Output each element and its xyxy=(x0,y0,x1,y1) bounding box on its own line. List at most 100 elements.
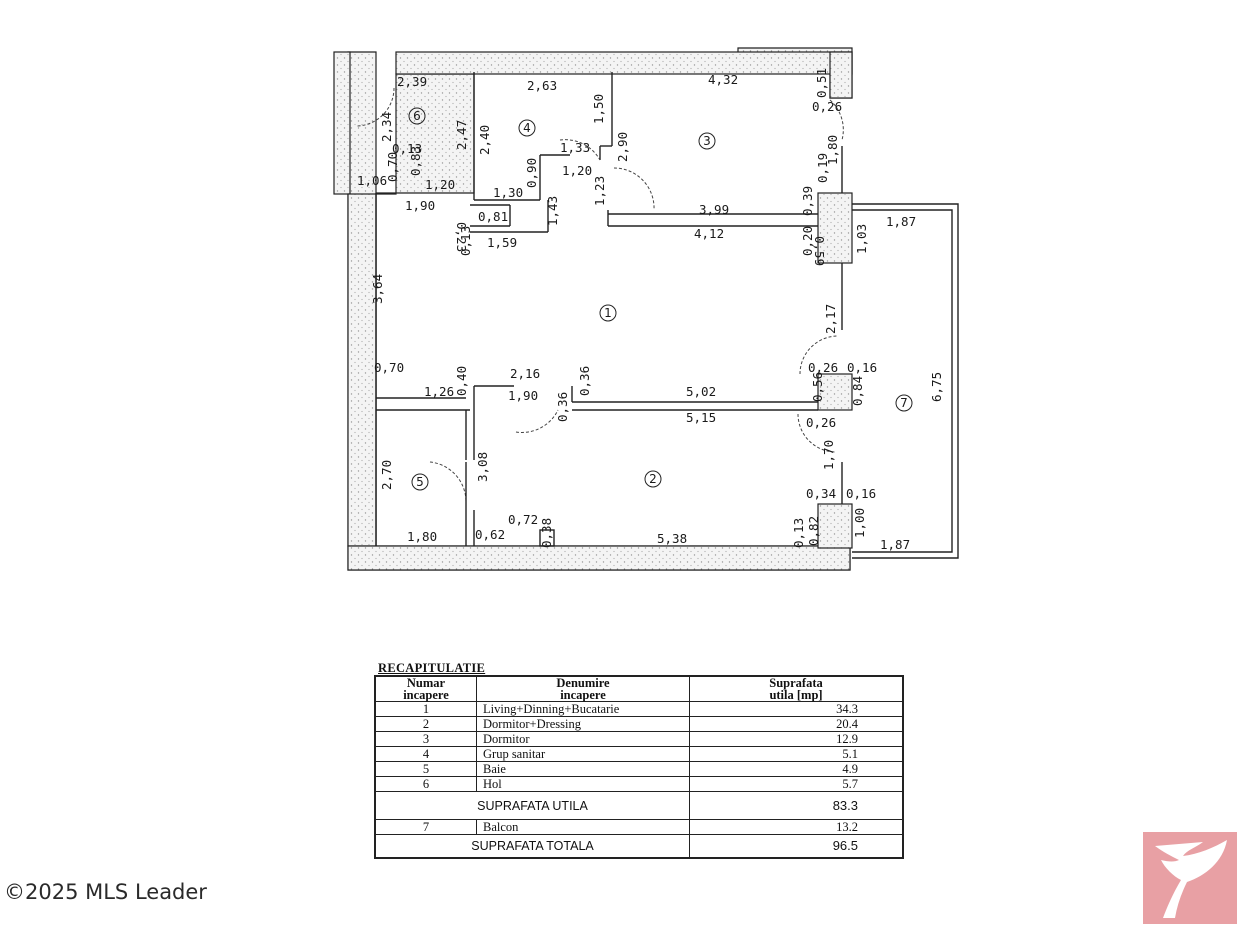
partitions xyxy=(375,72,959,559)
dim-label: 0,13 xyxy=(392,141,422,156)
dimension-labels: 2,39 2,63 4,32 0,51 0,26 2,34 2,47 2,40 … xyxy=(357,68,944,552)
dim-label: 1,00 xyxy=(852,508,867,538)
table-row: 4 Grup sanitar 5.1 xyxy=(374,746,904,762)
svg-text:1: 1 xyxy=(604,306,612,320)
dim-label: 0,56 xyxy=(810,372,825,402)
copyright-watermark: ©2025 MLS Leader xyxy=(4,880,207,904)
dim-label: 5,38 xyxy=(657,531,687,546)
table-row: 2 Dormitor+Dressing 20.4 xyxy=(374,716,904,732)
dim-label: 0,82 xyxy=(806,516,821,546)
dim-label: 2,17 xyxy=(823,304,838,334)
dim-label: 1,30 xyxy=(493,185,523,200)
dim-label: 1,90 xyxy=(405,198,435,213)
table-row: 6 Hol 5.7 xyxy=(374,776,904,792)
dim-label: 0,23 xyxy=(454,222,469,252)
dim-label: 0,19 xyxy=(815,153,830,183)
dim-label: 1,70 xyxy=(821,440,836,470)
suprafata-utila-row: SUPRAFATA UTILA 83.3 xyxy=(374,791,904,820)
dim-label: 5,02 xyxy=(686,384,716,399)
doors xyxy=(355,87,844,510)
dim-label: 1,59 xyxy=(487,235,517,250)
dim-label: 0,34 xyxy=(806,486,836,501)
dim-label: 2,39 xyxy=(397,74,427,89)
room-label-5: 5 xyxy=(411,473,429,491)
dim-label: 1,33 xyxy=(560,140,590,155)
brand-logo xyxy=(1143,832,1237,924)
room-label-7: 7 xyxy=(895,394,913,412)
dim-label: 0,39 xyxy=(800,186,815,216)
walls xyxy=(333,47,853,571)
dim-label: 3,99 xyxy=(699,202,729,217)
balcon-row: 7 Balcon 13.2 xyxy=(374,819,904,835)
table-row: 1 Living+Dinning+Bucatarie 34.3 xyxy=(374,701,904,717)
dim-label: 0,72 xyxy=(508,512,538,527)
dim-label: 0,13 xyxy=(458,226,473,256)
dim-label: 2,70 xyxy=(379,460,394,490)
svg-text:3: 3 xyxy=(703,134,711,148)
table-row: 3 Dormitor 12.9 xyxy=(374,731,904,747)
dim-label: 1,50 xyxy=(591,94,606,124)
dim-label: 1,20 xyxy=(562,163,592,178)
dim-label: 0,62 xyxy=(475,527,505,542)
dim-label: 0,40 xyxy=(454,366,469,396)
dim-label: 6,75 xyxy=(929,372,944,402)
dim-label: 3,08 xyxy=(475,452,490,482)
dim-label: 0,36 xyxy=(577,366,592,396)
dim-label: 1,87 xyxy=(880,537,910,552)
svg-text:5: 5 xyxy=(416,475,424,489)
dim-label: 1,80 xyxy=(407,529,437,544)
dim-label: 0,26 xyxy=(806,415,836,430)
svg-text:6: 6 xyxy=(413,109,421,123)
dim-label: 1,43 xyxy=(545,196,560,226)
dim-label: 3,64 xyxy=(370,274,385,304)
dim-label: 0,84 xyxy=(850,376,865,406)
dim-label: 1,26 xyxy=(424,384,454,399)
dim-label: 0,36 xyxy=(555,392,570,422)
dim-label: 2,16 xyxy=(510,366,540,381)
dim-label: 0,90 xyxy=(524,158,539,188)
room-labels: 6 4 3 1 7 2 5 xyxy=(408,107,913,491)
dim-label: 2,34 xyxy=(379,112,394,142)
dim-label: 0,13 xyxy=(791,518,806,548)
table-row: 5 Baie 4.9 xyxy=(374,761,904,777)
dim-label: 1,90 xyxy=(508,388,538,403)
dim-label: 0,26 xyxy=(808,360,838,375)
dim-label: 2,63 xyxy=(527,78,557,93)
dim-label: 4,32 xyxy=(708,72,738,87)
room-label-6: 6 xyxy=(408,107,426,125)
dim-label: 0,20 xyxy=(800,226,815,256)
recap-title: RECAPITULATIE xyxy=(378,661,486,675)
dim-label: 5,15 xyxy=(686,410,716,425)
dim-label: 0,81 xyxy=(478,209,508,224)
dim-label: 0,16 xyxy=(846,486,876,501)
svg-text:7: 7 xyxy=(900,396,908,410)
svg-text:2: 2 xyxy=(649,472,657,486)
dim-label: 1,80 xyxy=(825,135,840,165)
dim-label: 0,70 xyxy=(385,152,400,182)
dim-label: 0,70 xyxy=(374,360,404,375)
dim-label: 0,38 xyxy=(539,518,554,548)
dim-label: 0,26 xyxy=(812,99,842,114)
dim-label: 1,06 xyxy=(357,173,387,188)
room-label-2: 2 xyxy=(644,470,662,488)
dim-label: 0,83 xyxy=(408,146,423,176)
dim-label: 4,12 xyxy=(694,226,724,241)
room-label-3: 3 xyxy=(698,132,716,150)
dim-label: 1,87 xyxy=(886,214,916,229)
dim-label: 1,03 xyxy=(854,224,869,254)
suprafata-totala-row: SUPRAFATA TOTALA 96.5 xyxy=(374,834,904,859)
dim-label: 0,59 xyxy=(812,236,827,266)
dim-label: 2,90 xyxy=(615,132,630,162)
dim-label: 2,47 xyxy=(454,120,469,150)
floor-plan: 6 4 3 1 7 2 5 2,39 2,63 4,32 0,51 0,26 2… xyxy=(333,47,959,571)
dim-label: 2,40 xyxy=(477,125,492,155)
svg-text:4: 4 xyxy=(523,121,531,135)
dim-label: 1,23 xyxy=(592,176,607,206)
dim-label: 0,16 xyxy=(847,360,877,375)
dim-label: 0,51 xyxy=(814,68,829,98)
